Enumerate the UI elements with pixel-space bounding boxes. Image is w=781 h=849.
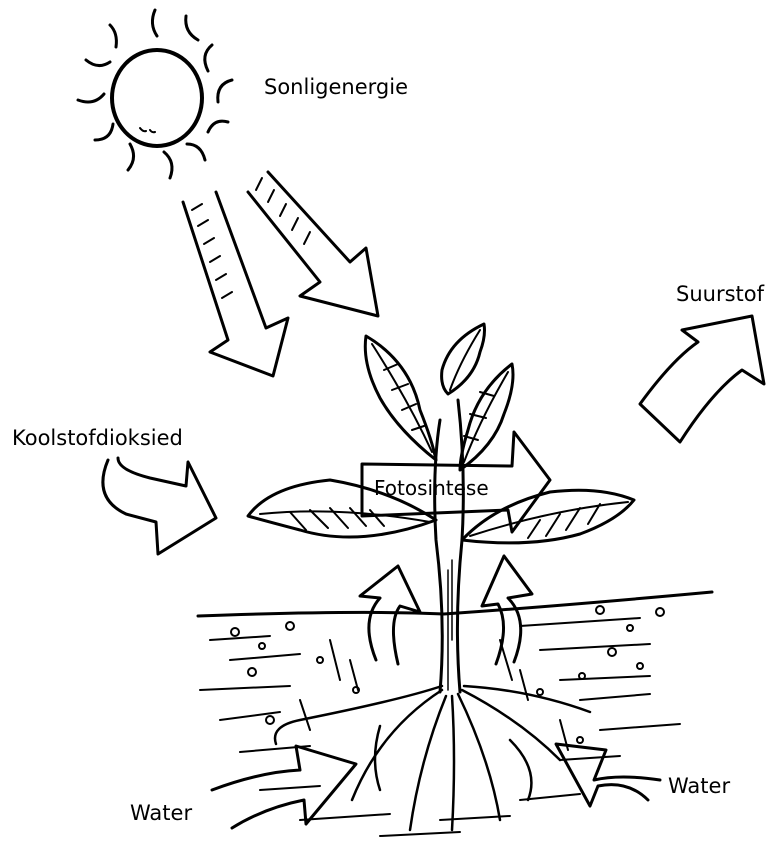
- sunlight-arrow-left: [183, 192, 288, 376]
- carbon-dioxide-label: Koolstofdioksied: [12, 428, 183, 449]
- water-up-arrow-left: [360, 566, 420, 664]
- photosynthesis-label: Fotosintese: [374, 478, 489, 498]
- oxygen-arrow: [640, 316, 764, 442]
- oxygen-label: Suurstof: [676, 284, 764, 305]
- sunlight-energy-label: Sonligenergie: [264, 77, 408, 98]
- water-arrow-right: [556, 744, 660, 806]
- water-label-right: Water: [668, 776, 730, 797]
- carbon-dioxide-arrow: [103, 458, 216, 554]
- sun-icon: [78, 10, 232, 178]
- water-arrow-left: [212, 746, 356, 828]
- plant-stem: [435, 400, 464, 692]
- roots: [275, 686, 590, 830]
- sunlight-arrow-right: [248, 172, 378, 316]
- soil: [198, 592, 712, 836]
- water-label-left: Water: [130, 803, 192, 824]
